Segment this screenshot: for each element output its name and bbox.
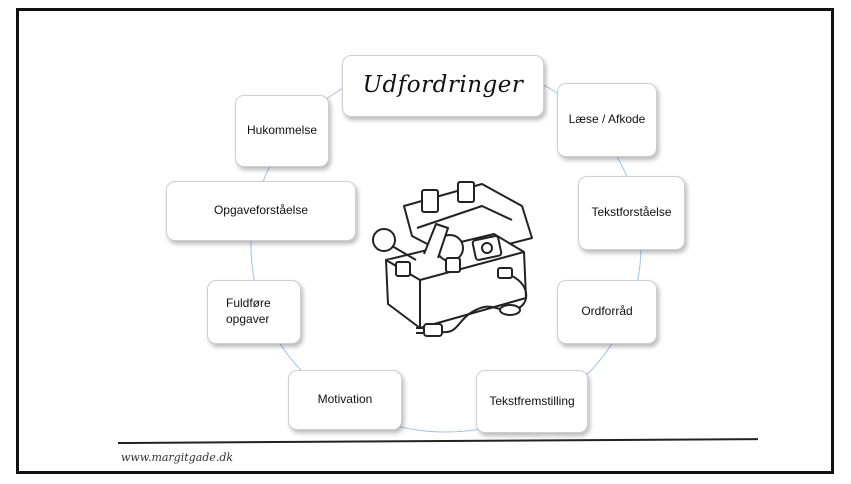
node-label: Motivation <box>317 392 373 407</box>
node-label: Tekstfremstilling <box>489 393 575 408</box>
footer-url: www.margitgade.dk <box>121 451 234 464</box>
node-laese-afkode: Læse / Afkode <box>557 83 657 157</box>
node-label: Opgaveforståelse <box>213 203 309 218</box>
diagram-title-box: Udfordringer <box>342 55 544 117</box>
node-fuldfoere-opgaver: Fuldføre opgaver <box>207 280 301 344</box>
node-label: Ordforråd <box>581 304 633 319</box>
node-opgaveforstaaelse: Opgaveforståelse <box>166 181 356 241</box>
node-tekstforstaaelse: Tekstforståelse <box>578 176 685 250</box>
node-label: Tekstforståelse <box>591 205 672 220</box>
node-ordforraad: Ordforråd <box>557 280 657 344</box>
node-label: Fuldføre opgaver <box>226 296 271 326</box>
node-label: Læse / Afkode <box>568 112 646 127</box>
diagram-title: Udfordringer <box>362 72 524 99</box>
node-tekstfremstilling: Tekstfremstilling <box>476 370 588 433</box>
node-hukommelse: Hukommelse <box>235 95 329 167</box>
node-motivation: Motivation <box>288 370 402 430</box>
node-label: Hukommelse <box>246 123 318 138</box>
toolbox-illustration <box>372 181 533 337</box>
